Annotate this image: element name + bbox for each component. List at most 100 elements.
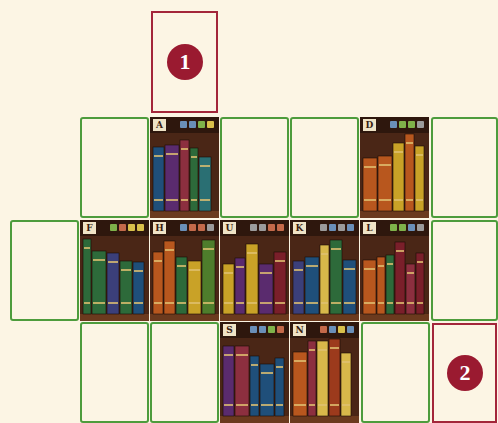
card-letter: D [363,119,376,131]
book-spine [120,261,132,314]
spine-band [261,372,273,374]
die-icon [207,224,214,231]
spine-band [189,269,200,271]
die-icon [180,224,187,231]
shelf-plank [150,314,219,321]
card-header [290,220,359,236]
die-icon [128,224,135,231]
card-letter: N [293,324,306,336]
book-card [150,220,219,321]
spine-band [154,199,163,201]
book-spine [406,264,415,314]
spine-band [306,302,318,304]
die-icon [408,121,415,128]
shelf-plank [80,314,149,321]
spine-band [189,302,200,304]
card-header [220,220,289,236]
spine-band [177,302,186,304]
spine-band [394,199,403,201]
spine-band [247,302,257,304]
spine-band [417,261,423,263]
empty-slots [11,118,497,422]
book-spine [341,353,351,416]
book-card [290,322,359,423]
spine-band [203,302,214,304]
die-icon [338,224,345,231]
spine-band [166,199,178,201]
book-spine [83,239,91,314]
spine-band [309,349,315,351]
card-back [80,220,149,321]
spine-band [276,366,283,368]
spine-band [181,199,188,201]
spine-band [407,272,414,274]
shelf-plank [220,314,289,321]
card-letter: A [153,119,166,131]
spine-band [294,404,306,406]
spine-band [224,354,233,356]
book-spine [275,358,284,416]
book-spine [274,252,286,314]
die-icon [250,224,257,231]
book-spine [235,346,249,416]
die-icon [259,224,266,231]
book-card [220,220,289,321]
book-spine [293,261,304,314]
book-spine [188,261,201,314]
spine-band [364,302,375,304]
book-card [220,322,289,423]
spine-band [275,302,285,304]
target-slot: 2 [432,323,497,423]
book-card [290,220,359,321]
die-icon [268,224,275,231]
book-card [150,117,219,218]
spine-band [166,153,178,155]
book-spine [92,251,106,314]
spine-band [236,404,248,406]
die-icon [390,121,397,128]
book-card: U [220,220,289,321]
spine-band [364,268,375,270]
die-icon [277,326,284,333]
die-icon [417,224,424,231]
spine-band [261,404,273,406]
book-spine [259,264,273,314]
die-icon [399,224,406,231]
book-spine [363,260,376,314]
die-icon [347,224,354,231]
spine-band [260,302,272,304]
book-spine [153,147,164,211]
book-card [360,117,429,218]
book-spine [317,341,328,416]
book-card: H [150,220,219,321]
card-back [220,220,289,321]
card-header [150,220,219,236]
spine-band [417,302,423,304]
spine-band [331,302,341,304]
die-icon [320,224,327,231]
die-icon [250,326,257,333]
spine-band [416,154,423,156]
spine-band [200,199,210,201]
spine-band [294,302,303,304]
book-spine [202,240,215,314]
spine-band [224,404,233,406]
spine-band [121,302,131,304]
book-card: F [80,220,149,321]
spine-band [396,250,404,252]
spine-band [318,349,327,351]
spine-band [387,302,393,304]
die-icon [329,224,336,231]
spine-band [321,253,328,255]
spine-band [406,199,413,201]
book-spine [164,241,175,314]
die-icon [137,224,144,231]
spine-band [121,269,131,271]
card-back [290,322,359,423]
spine-band [294,360,306,362]
book-spine [235,258,245,314]
book-spine [329,339,340,416]
book-card [80,220,149,321]
spine-band [309,404,315,406]
